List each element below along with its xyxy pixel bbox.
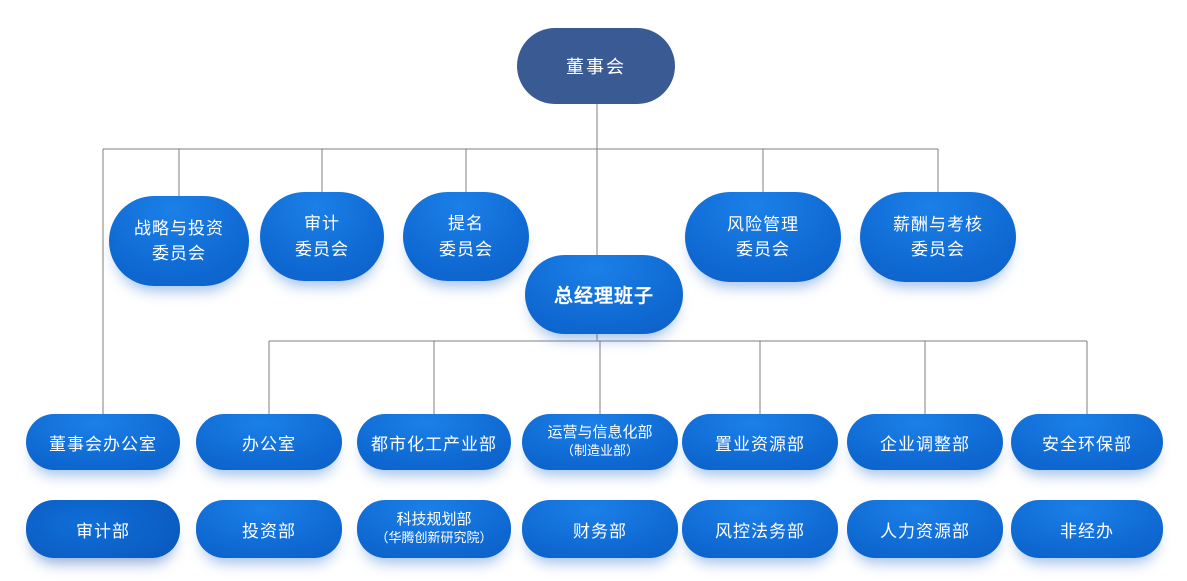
org-node-label: 非经办 bbox=[1060, 521, 1114, 541]
org-node-label: 董事会办公室 bbox=[49, 434, 157, 454]
org-node-label-line1: 薪酬与考核 bbox=[893, 214, 983, 234]
org-node-nomination-committee: 提名 委员会 bbox=[403, 192, 529, 281]
org-node-strategy-investment-committee: 战略与投资 委员会 bbox=[109, 196, 249, 286]
org-node-label: 风控法务部 bbox=[715, 521, 805, 541]
org-node-property-resources-dept: 置业资源部 bbox=[682, 414, 838, 470]
org-node-label: 企业调整部 bbox=[880, 434, 970, 454]
org-node-label-line2: 委员会 bbox=[736, 240, 790, 259]
org-node-audit-dept: 审计部 bbox=[26, 500, 180, 558]
org-node-label-line2: 委员会 bbox=[152, 244, 206, 263]
org-node-tech-planning-dept: 科技规划部 （华腾创新研究院） bbox=[357, 500, 511, 558]
org-node-label-line1: 科技规划部 bbox=[396, 511, 472, 528]
org-node-general-office: 办公室 bbox=[196, 414, 342, 470]
org-node-label-line2: （制造业部） bbox=[560, 443, 639, 459]
org-node-investment-dept: 投资部 bbox=[196, 500, 342, 558]
org-node-non-operating-office: 非经办 bbox=[1011, 500, 1163, 558]
org-node-label: 安全环保部 bbox=[1042, 434, 1132, 454]
org-node-operations-informatization-dept: 运营与信息化部 （制造业部） bbox=[522, 414, 678, 470]
org-node-urban-chemical-industry-dept: 都市化工产业部 bbox=[357, 414, 511, 470]
org-node-label-line2: 委员会 bbox=[911, 240, 965, 259]
org-node-label-line1: 提名 bbox=[448, 214, 484, 233]
org-node-label: 置业资源部 bbox=[715, 434, 805, 454]
org-node-label: 投资部 bbox=[242, 521, 296, 541]
org-node-label-line2: （华腾创新研究院） bbox=[375, 530, 493, 546]
org-node-label-line2: 委员会 bbox=[439, 239, 493, 259]
org-node-audit-committee: 审计 委员会 bbox=[260, 192, 384, 281]
org-node-label: 人力资源部 bbox=[880, 521, 970, 541]
org-node-compensation-assessment-committee: 薪酬与考核 委员会 bbox=[860, 192, 1016, 282]
org-node-label-line1: 风险管理 bbox=[727, 214, 799, 234]
org-node-human-resources-dept: 人力资源部 bbox=[847, 500, 1003, 558]
org-node-label: 董事会 bbox=[566, 57, 626, 77]
org-node-finance-dept: 财务部 bbox=[522, 500, 678, 558]
org-node-label: 总经理班子 bbox=[553, 286, 654, 307]
org-node-label: 都市化工产业部 bbox=[371, 434, 497, 454]
org-node-board-office: 董事会办公室 bbox=[26, 414, 180, 470]
org-node-label: 审计部 bbox=[76, 521, 130, 541]
org-node-enterprise-adjustment-dept: 企业调整部 bbox=[847, 414, 1003, 470]
org-node-label-line1: 运营与信息化部 bbox=[547, 424, 653, 441]
org-node-label: 财务部 bbox=[573, 521, 627, 541]
org-node-general-manager-team: 总经理班子 bbox=[525, 255, 683, 334]
org-node-label-line1: 战略与投资 bbox=[134, 218, 224, 238]
org-node-label: 办公室 bbox=[242, 434, 296, 454]
org-node-board: 董事会 bbox=[517, 28, 675, 104]
org-node-risk-management-committee: 风险管理 委员会 bbox=[685, 192, 841, 282]
org-node-safety-environment-dept: 安全环保部 bbox=[1011, 414, 1163, 470]
org-node-label-line1: 审计 bbox=[304, 214, 340, 233]
org-node-risk-control-legal-dept: 风控法务部 bbox=[682, 500, 838, 558]
org-node-label-line2: 委员会 bbox=[295, 239, 349, 259]
